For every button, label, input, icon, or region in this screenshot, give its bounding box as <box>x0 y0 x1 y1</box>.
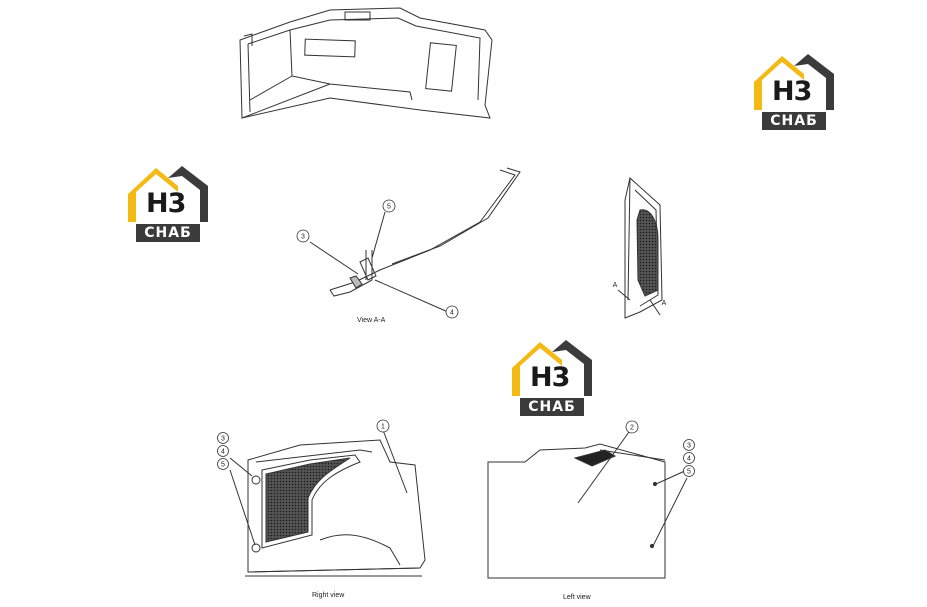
callout-label: 5 <box>221 462 225 469</box>
right-view-panel <box>229 429 426 577</box>
section-mark-a: A <box>662 300 667 307</box>
logo-mark: H3 <box>146 188 186 219</box>
callout-label: 4 <box>221 449 225 456</box>
left-view-panel <box>487 431 688 579</box>
house-logo-icon <box>128 166 208 222</box>
logo-mark: H3 <box>772 76 812 107</box>
caption-left-view: Left view <box>563 594 591 601</box>
caption-view-aa: View A-A <box>357 317 386 324</box>
brand-logo-left: H3 СНАБ <box>124 162 212 244</box>
callout-rv-3 <box>217 432 229 444</box>
callout-label: 5 <box>387 204 391 211</box>
logo-subtitle: СНАБ <box>762 112 826 130</box>
caption-right-view: Right view <box>312 592 345 599</box>
callout-label: 2 <box>630 425 634 432</box>
callout-label: 3 <box>687 443 691 450</box>
callout-lv-2 <box>625 420 639 434</box>
section-mark-a: A <box>613 282 618 289</box>
logo-subtitle: СНАБ <box>520 398 584 416</box>
callout-aa-4 <box>445 305 459 319</box>
brand-logo-top-right: H3 СНАБ <box>750 50 838 132</box>
callout-aa-3 <box>296 229 310 243</box>
callout-lv-5 <box>683 465 695 477</box>
detail-mesh-side <box>617 177 663 319</box>
callout-aa-5 <box>382 199 396 213</box>
callout-lv-4 <box>683 452 695 464</box>
callout-label: 4 <box>687 456 691 463</box>
logo-subtitle: СНАБ <box>136 224 200 242</box>
house-logo-icon <box>512 340 592 396</box>
callout-rv-4 <box>217 445 229 457</box>
callout-label: 4 <box>450 310 454 317</box>
top-panel-perspective <box>239 7 493 119</box>
callout-label: 3 <box>301 234 305 241</box>
view-aa-section <box>309 167 521 313</box>
logo-mark: H3 <box>530 362 570 393</box>
callout-lv-3 <box>683 439 695 451</box>
callout-label: 5 <box>687 469 691 476</box>
callout-label: 3 <box>221 436 225 443</box>
callout-rv-5 <box>217 458 229 470</box>
brand-logo-center: H3 СНАБ <box>508 336 596 418</box>
callout-label: 1 <box>381 424 385 431</box>
house-logo-icon <box>754 54 834 110</box>
callout-rv-1 <box>376 419 390 433</box>
